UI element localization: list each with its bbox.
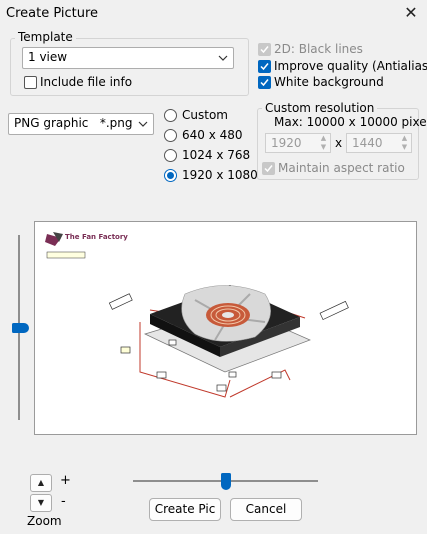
check-icon — [260, 63, 269, 71]
fan-preview-image: The Fan Factory — [45, 232, 349, 398]
custom-width-value: 1920 — [271, 136, 302, 150]
create-pic-button[interactable]: Create Pic — [149, 498, 221, 521]
zoom-plus-label: + — [60, 473, 71, 488]
close-icon[interactable]: ✕ — [404, 3, 418, 22]
max-resolution-label: Max: 10000 x 10000 pixel — [274, 115, 427, 129]
horizontal-slider-thumb[interactable] — [221, 473, 231, 490]
radio-1920x1080[interactable] — [164, 169, 177, 182]
white-background-label: White background — [274, 75, 384, 89]
black-lines-checkbox[interactable] — [258, 43, 271, 56]
white-background-checkbox[interactable] — [258, 76, 271, 89]
preview-area: The Fan Factory — [34, 221, 417, 435]
zoom-minus-label: - — [61, 494, 66, 509]
vertical-slider-thumb[interactable] — [12, 323, 29, 333]
width-up-icon[interactable]: ▲ — [320, 134, 327, 142]
maintain-aspect-label: Maintain aspect ratio — [278, 161, 405, 175]
black-lines-label: 2D: Black lines — [274, 42, 363, 56]
format-select[interactable]: PNG graphic *.png — [8, 113, 154, 135]
chevron-down-icon — [218, 55, 228, 61]
chevron-down-icon — [138, 121, 148, 127]
height-down-icon[interactable]: ▼ — [401, 143, 408, 151]
height-up-icon[interactable]: ▲ — [401, 134, 408, 142]
window-title: Create Picture — [6, 6, 99, 21]
radio-640x480[interactable] — [164, 129, 177, 142]
logo-graphic: The Fan Factory — [45, 232, 128, 259]
custom-height-input[interactable]: 1440 — [346, 133, 412, 153]
radio-1024x768[interactable] — [164, 149, 177, 162]
resolution-separator: x — [335, 136, 343, 150]
zoom-in-button[interactable]: ▲ — [30, 474, 52, 492]
template-group — [10, 38, 249, 96]
dimension-labels — [108, 293, 349, 392]
maintain-aspect-checkbox[interactable] — [262, 162, 275, 175]
radio-custom[interactable] — [164, 109, 177, 122]
zoom-label: Zoom — [27, 514, 62, 528]
radio-1024x768-label: 1024 x 768 — [182, 148, 251, 162]
radio-custom-label: Custom — [182, 108, 228, 122]
custom-width-input[interactable]: 1920 — [265, 133, 331, 153]
antialias-checkbox[interactable] — [258, 60, 271, 73]
zoom-out-button[interactable]: ▼ — [30, 494, 52, 512]
template-select-value: 1 view — [28, 50, 68, 64]
fan-housing — [150, 285, 300, 357]
custom-height-value: 1440 — [352, 136, 383, 150]
custom-resolution-legend: Custom resolution — [262, 101, 378, 115]
logo-text: The Fan Factory — [65, 233, 128, 241]
check-icon — [264, 165, 273, 173]
check-icon — [260, 79, 269, 87]
antialias-label: Improve quality (Antialias) — [274, 59, 427, 73]
include-file-info-checkbox[interactable] — [24, 76, 37, 89]
title-bar: Create Picture ✕ — [0, 0, 427, 28]
template-select[interactable]: 1 view — [22, 47, 234, 69]
check-icon — [260, 46, 269, 54]
radio-1920x1080-label: 1920 x 1080 — [182, 168, 258, 182]
include-file-info-label: Include file info — [40, 75, 133, 89]
cancel-button[interactable]: Cancel — [230, 498, 302, 521]
template-legend: Template — [15, 30, 76, 44]
width-down-icon[interactable]: ▼ — [320, 143, 327, 151]
radio-640x480-label: 640 x 480 — [182, 128, 243, 142]
format-select-value: PNG graphic *.png — [14, 116, 133, 130]
